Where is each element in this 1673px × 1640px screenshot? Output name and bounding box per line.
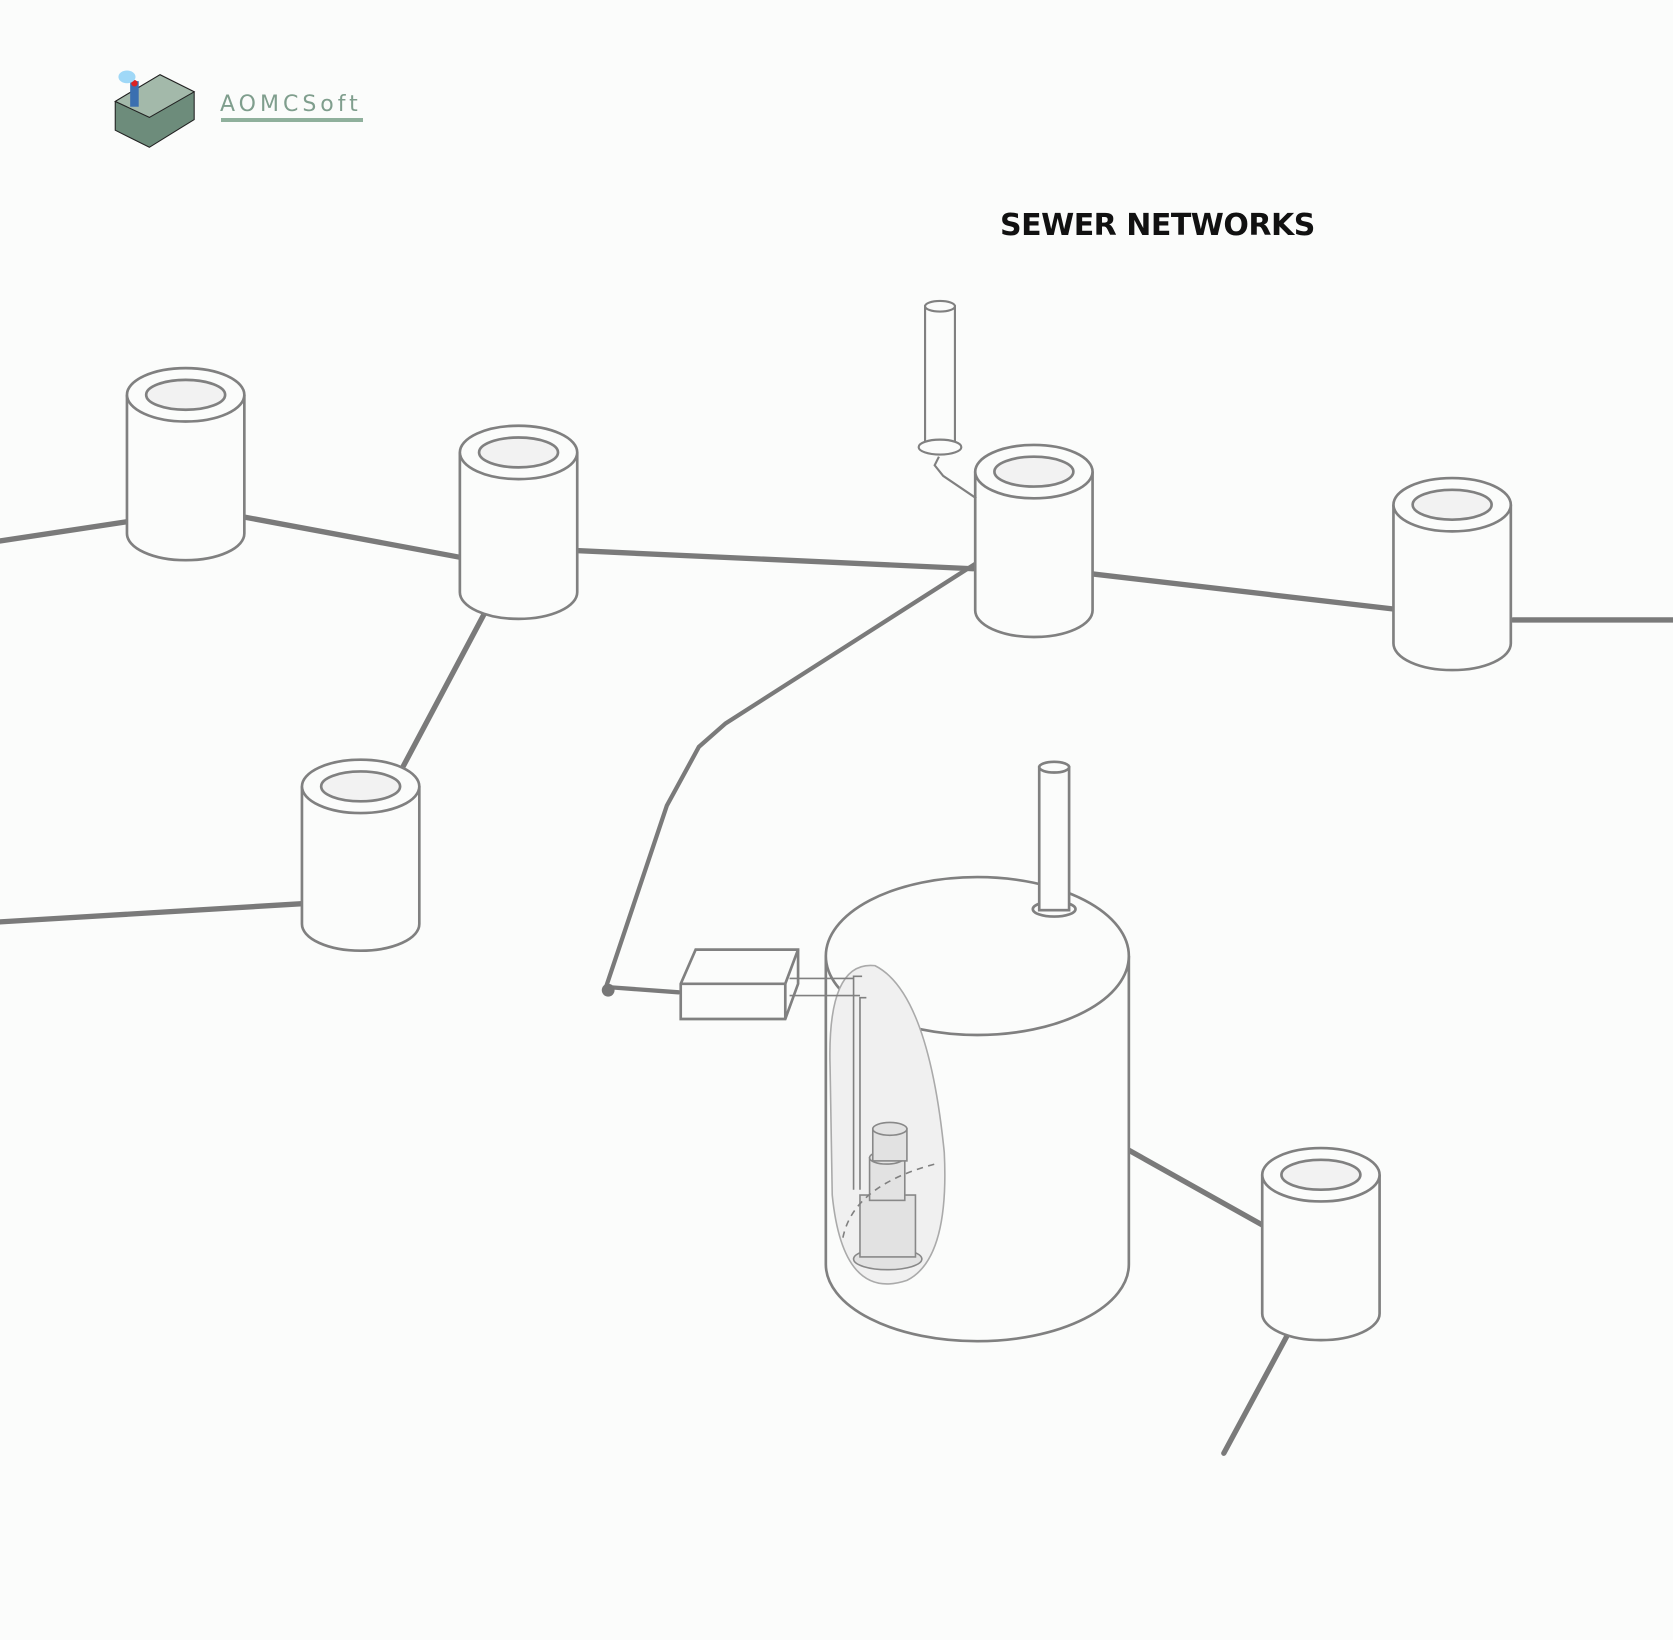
pump-icon (852, 1121, 923, 1271)
manhole (1260, 1146, 1381, 1342)
logo-icon (114, 70, 196, 148)
force-main-pipe (603, 547, 1000, 995)
manhole (458, 424, 579, 621)
pump-station (679, 760, 1131, 1343)
manhole (1392, 476, 1513, 672)
pipe (1090, 571, 1399, 612)
pipe-joint (601, 983, 615, 997)
manhole (300, 758, 421, 952)
manhole (973, 443, 1094, 639)
pipe (0, 516, 144, 544)
logo-underline (221, 118, 363, 122)
pipe (0, 900, 322, 925)
logo-text: AOMCSoft (220, 92, 362, 117)
control-box (679, 948, 800, 1021)
vent-pipe (917, 299, 977, 500)
pipe (238, 513, 467, 561)
page-title: SEWER NETWORKS (1000, 208, 1315, 243)
pipe (573, 547, 976, 572)
manhole (125, 366, 246, 562)
